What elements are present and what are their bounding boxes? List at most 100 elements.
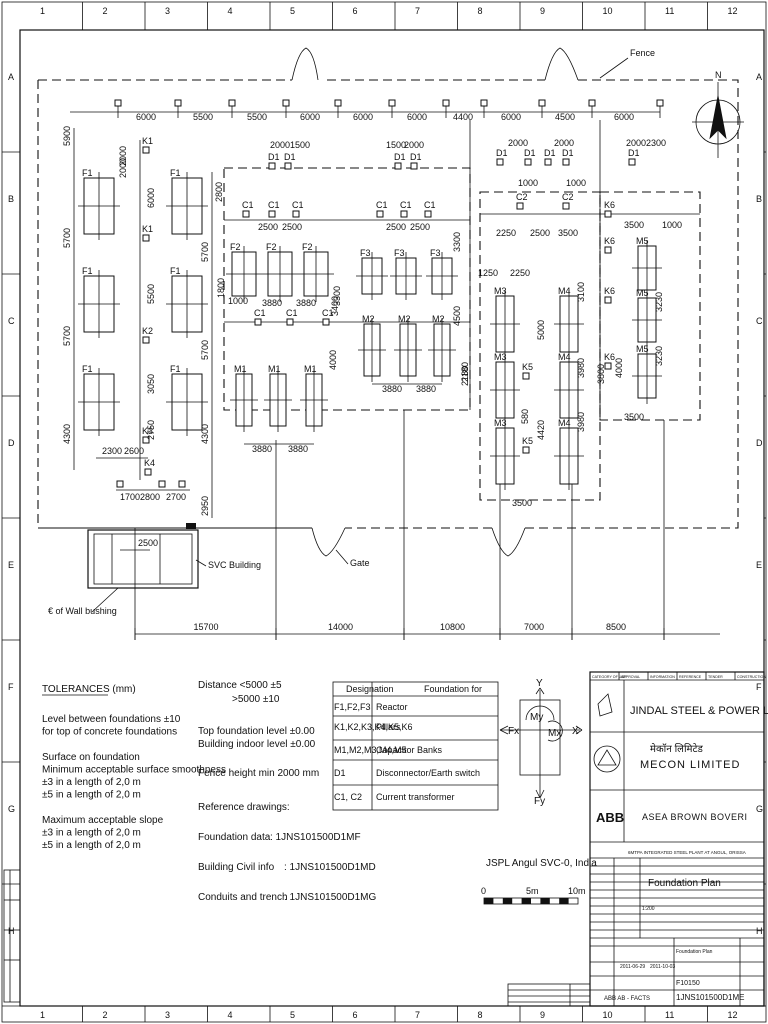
right-area-dim: 3100 bbox=[576, 282, 586, 302]
f-row-dim: 1000 bbox=[228, 296, 248, 306]
d1-dim: 2000 bbox=[404, 140, 424, 150]
left-inner-dim: 5500 bbox=[146, 284, 156, 304]
right-area-dim: 2300 bbox=[646, 138, 666, 148]
vertical-dim: 4000 bbox=[328, 350, 338, 370]
table-foundation: Reactor bbox=[376, 702, 408, 712]
right-f-dim: 2950 bbox=[200, 496, 210, 516]
right-area-dim: 5000 bbox=[536, 320, 546, 340]
consultant-name: MECON LIMITED bbox=[640, 759, 740, 771]
tb-header-cell: CONSTRUCTION bbox=[737, 675, 766, 679]
col-label-bottom: 7 bbox=[415, 1010, 420, 1020]
table-designation: D1 bbox=[334, 768, 346, 778]
d1-dim: 1500 bbox=[290, 140, 310, 150]
scale-0: 0 bbox=[481, 886, 486, 896]
axis-y: Y bbox=[536, 678, 543, 689]
current-transformer-c1-label: C1 bbox=[268, 200, 280, 210]
disconnector-d1-label: D1 bbox=[544, 148, 556, 158]
right-f-dim: 4300 bbox=[200, 424, 210, 444]
k-dim: 2000 bbox=[118, 158, 128, 178]
current-transformer-c2 bbox=[516, 202, 524, 210]
jindal-logo bbox=[597, 693, 613, 717]
disconnector-d1 bbox=[628, 158, 636, 166]
capacitor-m1-label: M1 bbox=[304, 364, 317, 374]
col-label-top: 12 bbox=[728, 6, 738, 16]
top-dim-value: 5500 bbox=[247, 112, 267, 122]
reactor-f1-label: F1 bbox=[170, 168, 181, 178]
abb-name: ASEA BROWN BOVERI bbox=[642, 812, 748, 822]
pillar-k bbox=[604, 296, 612, 304]
reactor-f1-label: F1 bbox=[82, 266, 93, 276]
axis-my: My bbox=[530, 712, 543, 723]
current-transformer-c1 bbox=[286, 318, 294, 326]
left-dim: 5700 bbox=[62, 326, 72, 346]
bottom-dim-value: 14000 bbox=[328, 622, 353, 632]
right-area-dim: 2000 bbox=[508, 138, 528, 148]
title-repeat: Foundation Plan bbox=[676, 949, 713, 955]
top-dim-value: 6000 bbox=[614, 112, 634, 122]
table-foundation: Capacitor Banks bbox=[376, 745, 443, 755]
gate-bottom-a bbox=[311, 527, 346, 557]
revision-strip bbox=[507, 983, 591, 1007]
fence-label: Fence bbox=[630, 48, 655, 58]
force-axes: Y X Fx Fy My Mx bbox=[499, 678, 583, 807]
c-dim: 2500 bbox=[386, 222, 406, 232]
capacitor-m1-label: M1 bbox=[268, 364, 281, 374]
reactor-f2-label: F2 bbox=[230, 242, 241, 252]
current-transformer-c1 bbox=[254, 318, 262, 326]
disconnector-d1-label: D1 bbox=[524, 148, 536, 158]
current-transformer-c1 bbox=[376, 210, 384, 218]
ref-3-label: Conduits and trench bbox=[198, 892, 288, 903]
disconnector-d1 bbox=[544, 158, 552, 166]
tb-header-cell: REFERENCE bbox=[679, 675, 702, 679]
pillar-k bbox=[142, 146, 150, 154]
pillar-k bbox=[588, 99, 596, 107]
tolerance-line: ±5 in a length of 2,0 m bbox=[42, 790, 141, 801]
table-designation: F1,F2,F3 bbox=[334, 702, 371, 712]
capacitor-m2-label: M2 bbox=[362, 314, 375, 324]
bottom-dim-value: 8500 bbox=[606, 622, 626, 632]
row-label-right: H bbox=[756, 926, 763, 936]
reactor-zone bbox=[223, 167, 471, 411]
pillar-k-label: K6 bbox=[604, 286, 615, 296]
pillar-k-label: K1 bbox=[142, 136, 153, 146]
top-dim-value: 6000 bbox=[501, 112, 521, 122]
c-dim: 2500 bbox=[410, 222, 430, 232]
distance-a: Distance <5000 ±5 bbox=[198, 680, 282, 691]
current-transformer-c1-label: C1 bbox=[286, 308, 298, 318]
left-inner-dim: 2750 bbox=[146, 420, 156, 440]
pillar-k bbox=[604, 246, 612, 254]
client-name: JINDAL STEEL & POWER LIMITED bbox=[630, 705, 768, 717]
pillar-k-label: K1 bbox=[142, 224, 153, 234]
capacitor-zone-a bbox=[479, 191, 601, 501]
row-label-left: C bbox=[8, 316, 15, 326]
fence-leader bbox=[599, 57, 629, 79]
current-transformer-c1 bbox=[268, 210, 276, 218]
f-row-dim: 3880 bbox=[262, 298, 282, 308]
capacitor-m1-label: M1 bbox=[234, 364, 247, 374]
disconnector-d1 bbox=[268, 162, 276, 170]
pillar-k bbox=[604, 362, 612, 370]
disconnector-d1 bbox=[524, 158, 532, 166]
capacitor-m3-label: M3 bbox=[494, 286, 507, 296]
right-area-dim: 3980 bbox=[576, 358, 586, 378]
scale-10: 10m bbox=[568, 886, 586, 896]
reactor-f1-label: F1 bbox=[170, 266, 181, 276]
current-transformer-c2-label: C2 bbox=[516, 192, 528, 202]
top-dim-value: 4500 bbox=[555, 112, 575, 122]
left-inner-dim: 6000 bbox=[146, 188, 156, 208]
pillar-k bbox=[656, 99, 664, 107]
vertical-dim: 3300 bbox=[332, 286, 342, 306]
right-area-dim: 4420 bbox=[536, 420, 546, 440]
fence-line bbox=[38, 79, 739, 529]
bottom-dim-value: 15700 bbox=[194, 622, 219, 632]
pillar-k bbox=[334, 99, 342, 107]
ref-title: Reference drawings: bbox=[198, 802, 290, 813]
vertical-dim: 1800 bbox=[216, 278, 226, 298]
table-designation: C1, C2 bbox=[334, 792, 362, 802]
m-dim: 3880 bbox=[416, 384, 436, 394]
row-label-left: F bbox=[8, 682, 14, 692]
capacitor-m5-label: M5 bbox=[636, 288, 649, 298]
current-transformer-c2 bbox=[562, 202, 570, 210]
reactor-f1-label: F1 bbox=[170, 364, 181, 374]
